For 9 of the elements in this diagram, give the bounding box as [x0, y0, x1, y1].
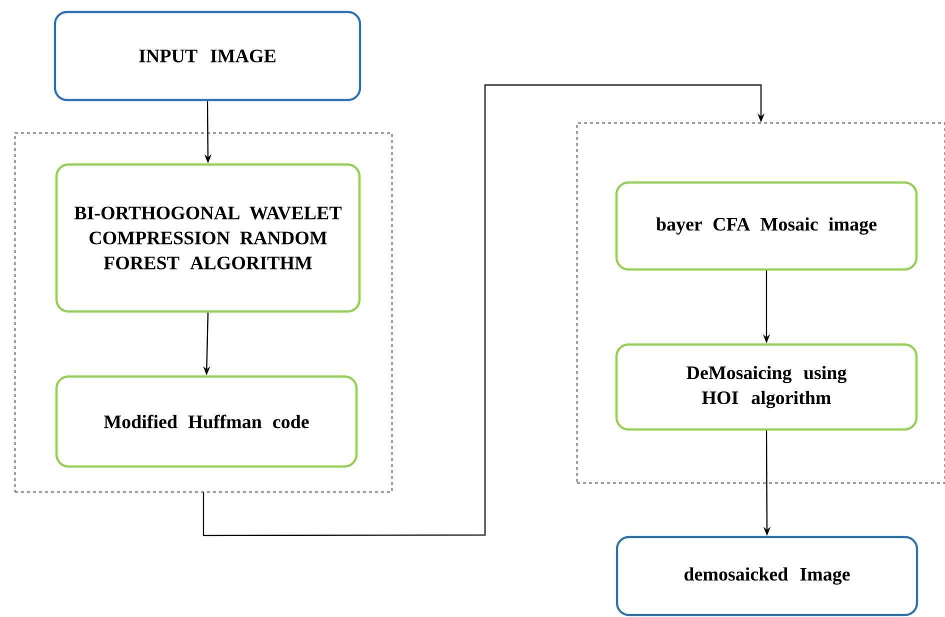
dashed-group-box — [576, 122, 945, 484]
process-box: INPUT IMAGE — [54, 10, 362, 102]
process-box: DeMosaicing using HOI algorithm — [615, 343, 918, 431]
arrow — [202, 84, 765, 536]
dashed-group-box — [14, 132, 392, 492]
process-box: bayer CFA Mosaic image — [615, 181, 918, 271]
process-box: BI-ORTHOGONAL WAVELET COMPRESSION RANDOM FOREST ALGORITHM — [55, 163, 361, 313]
process-box: Modified Huffman code — [55, 375, 358, 468]
process-box: demosaicked Image — [616, 536, 918, 616]
